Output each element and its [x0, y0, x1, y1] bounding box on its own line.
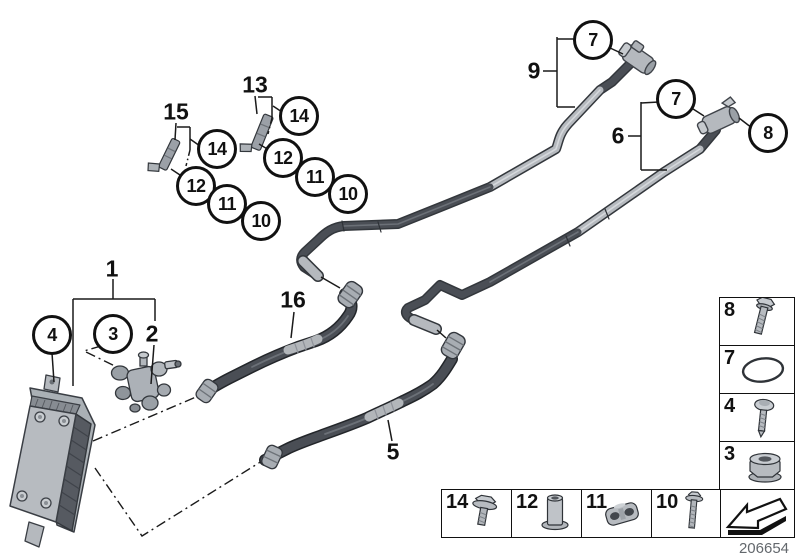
pipe-9 — [296, 57, 637, 282]
o-ring-icon — [741, 357, 785, 383]
legend-number-14: 14 — [446, 491, 469, 513]
direction-arrow-icon — [725, 497, 788, 535]
callout-7-pipe6[interactable]: 7 — [656, 79, 696, 119]
legend-cell-direction[interactable] — [719, 489, 795, 538]
callout-14-a[interactable]: 14 — [197, 129, 237, 169]
flange-nut-icon — [748, 452, 782, 483]
callout-10-b[interactable]: 10 — [328, 174, 368, 214]
legend-cell-10[interactable]: 10 — [651, 489, 721, 538]
pipe-9-elbow-fitting — [618, 40, 657, 76]
part-label-1[interactable]: 1 — [105, 255, 119, 282]
legend-cell-8[interactable]: 8 — [719, 297, 795, 346]
hose-5-lower-fitting — [261, 444, 283, 470]
part-label-15[interactable]: 15 — [163, 98, 189, 125]
callout-12-a[interactable]: 12 — [176, 166, 216, 206]
pipe-6 — [400, 125, 721, 335]
legend-cell-3[interactable]: 3 — [719, 441, 795, 490]
legend-number-12: 12 — [516, 491, 539, 513]
callout-4[interactable]: 4 — [32, 315, 72, 355]
part-label-5[interactable]: 5 — [386, 438, 400, 465]
legend-number-10: 10 — [656, 491, 679, 513]
part-label-2[interactable]: 2 — [145, 320, 159, 347]
callout-10-a[interactable]: 10 — [241, 201, 281, 241]
pipe-6-screw-fitting — [696, 96, 741, 135]
callout-3[interactable]: 3 — [93, 314, 133, 354]
part-label-9[interactable]: 9 — [527, 57, 541, 84]
callout-8[interactable]: 8 — [748, 113, 788, 153]
hose-16 — [199, 288, 358, 398]
collar-screw-icon — [685, 491, 704, 529]
pan-head-screw-icon — [754, 398, 775, 439]
legend-cell-4[interactable]: 4 — [719, 393, 795, 442]
bracket-15 — [147, 138, 181, 173]
legend-number-7: 7 — [724, 347, 736, 369]
callout-11-a[interactable]: 11 — [207, 184, 247, 224]
oil-cooler — [9, 374, 96, 548]
hose-16-upper-fitting — [337, 280, 364, 309]
callout-7-pipe9[interactable]: 7 — [573, 20, 613, 60]
callout-14-b[interactable]: 14 — [279, 96, 319, 136]
part-label-6[interactable]: 6 — [611, 122, 625, 149]
legend-cell-11[interactable]: 11 — [581, 489, 652, 538]
legend-cell-14[interactable]: 14 — [441, 489, 512, 538]
legend-cell-12[interactable]: 12 — [511, 489, 582, 538]
legend-number-8: 8 — [724, 299, 736, 321]
spacer-sleeve-icon — [541, 494, 569, 531]
pipe-clamp-icon — [605, 502, 639, 526]
bracket-13 — [239, 113, 274, 153]
hose-5 — [259, 353, 458, 466]
part-label-16[interactable]: 16 — [280, 286, 306, 313]
part-label-13[interactable]: 13 — [242, 71, 268, 98]
cooler-bolt-bosses — [16, 411, 70, 509]
hex-bolt-icon — [753, 298, 776, 335]
hose-16-lower-fitting — [195, 378, 219, 404]
drawing-number: 206654 — [738, 540, 790, 557]
hose-5-upper-fitting — [440, 331, 466, 360]
legend-number-11: 11 — [586, 491, 608, 513]
legend-cell-7[interactable]: 7 — [719, 345, 795, 394]
flange-bolt-icon — [472, 494, 498, 527]
legend-number-3: 3 — [724, 443, 736, 465]
legend-number-4: 4 — [724, 395, 736, 417]
thermostat-valve — [110, 351, 182, 413]
